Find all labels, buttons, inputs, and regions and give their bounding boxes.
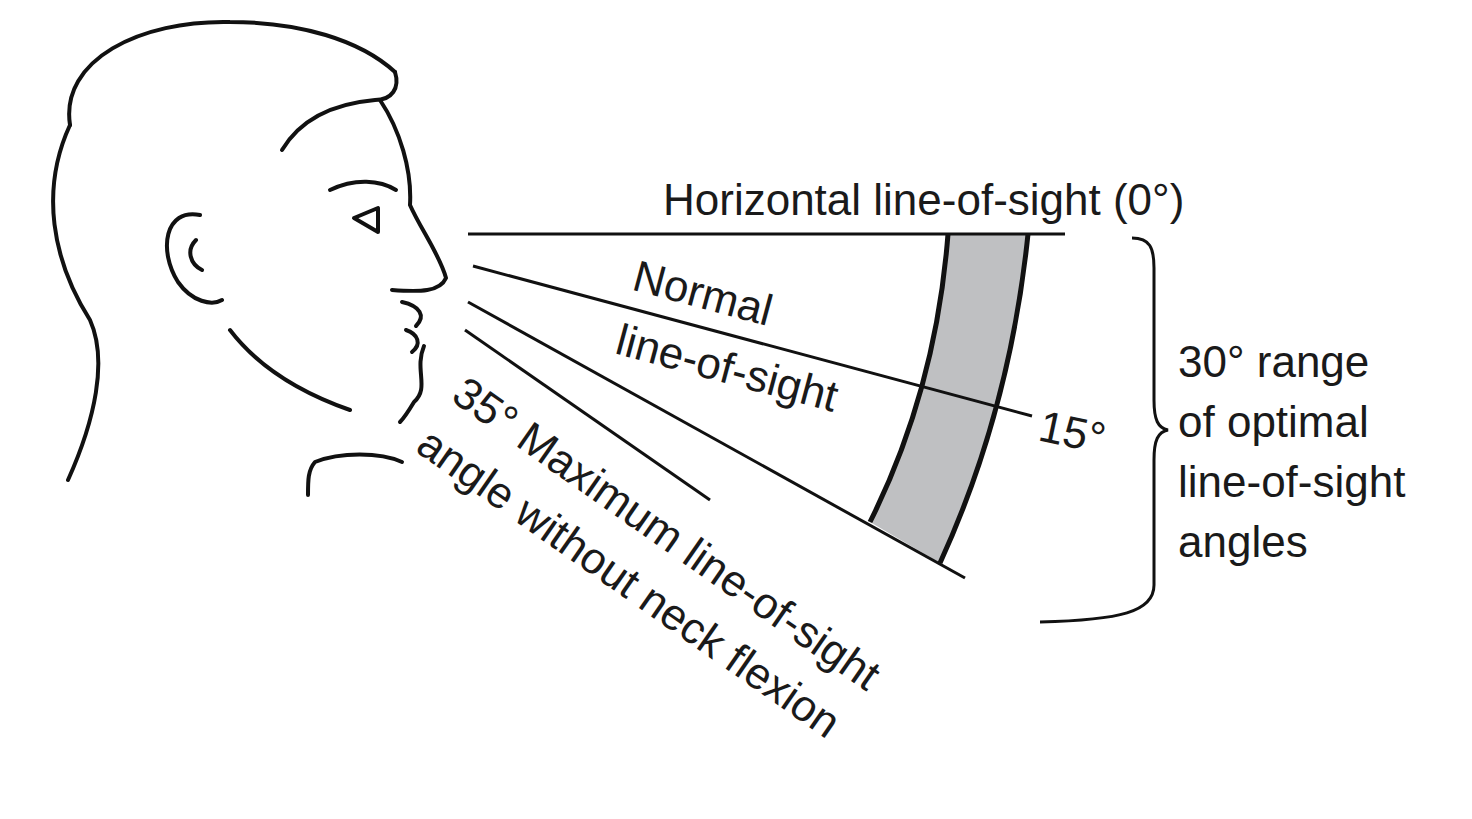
limit-label: 35° Maximum line-of-sightangle without n… [405,362,893,756]
band-edges [870,234,1028,563]
text-line: line-of-sight [1178,452,1405,512]
range-note: 30° rangeof optimalline-of-sightangles [1178,332,1405,572]
optimal-range-band [870,234,1028,563]
text-line: of optimal [1178,392,1405,452]
axis-label: Horizontal line-of-sight (0°) [663,170,1184,230]
text-line: angles [1178,512,1405,572]
head-figure [53,22,446,495]
angle-label: 15° [1034,396,1112,469]
text-line: 30° range [1178,332,1405,392]
